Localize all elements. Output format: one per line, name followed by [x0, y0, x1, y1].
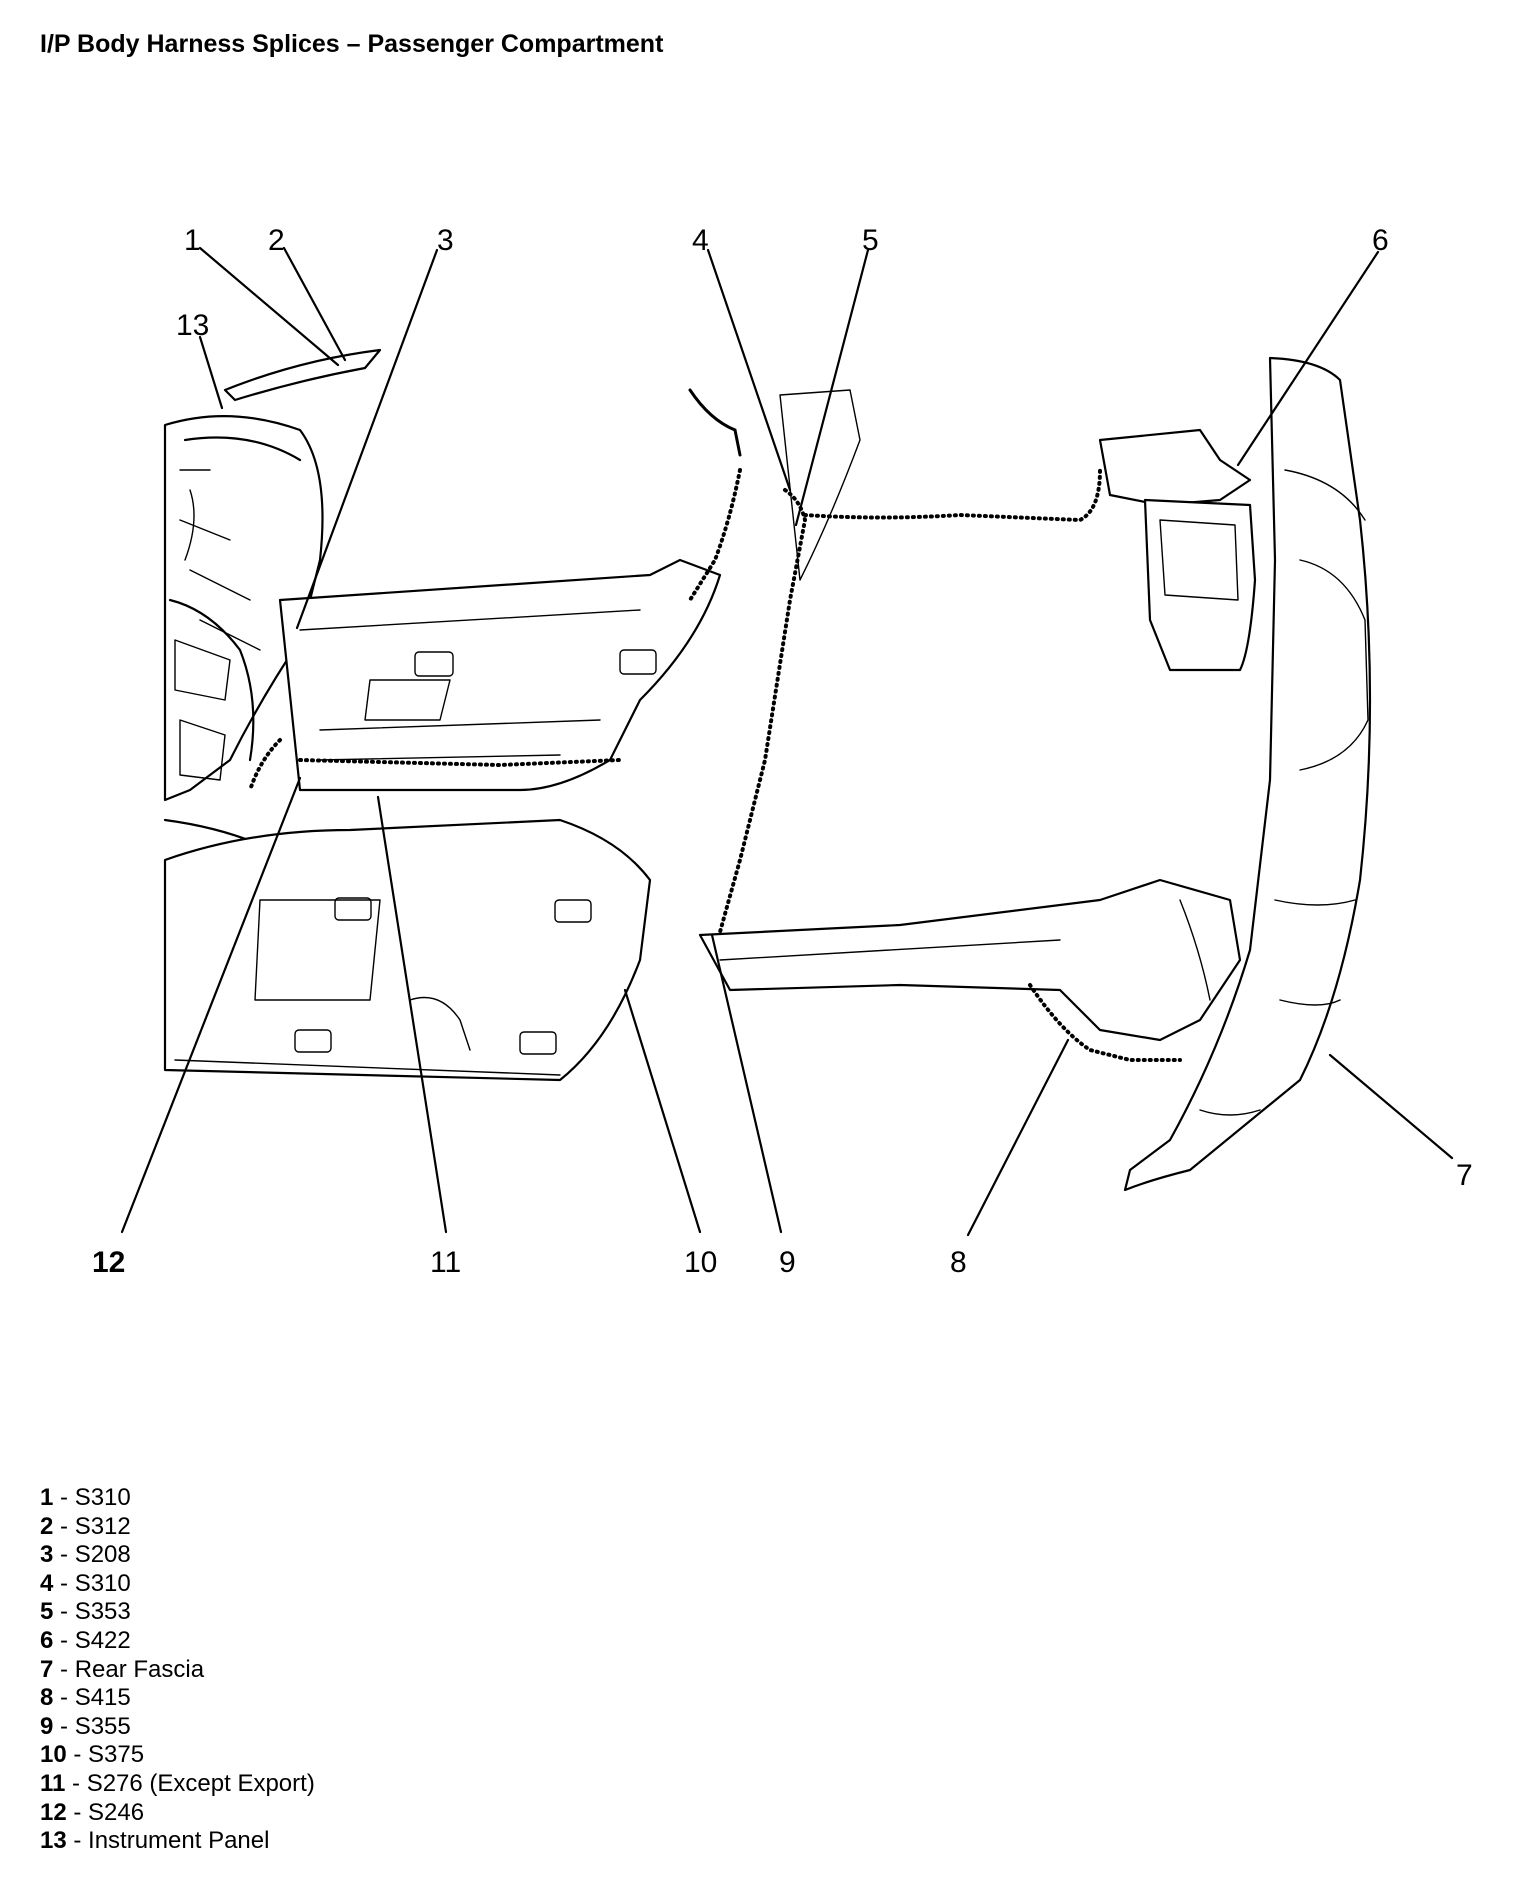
leader-line-5: [794, 248, 870, 527]
leader-line-11: [376, 795, 448, 1234]
center-harness-drawing: [248, 388, 1102, 952]
rear-area-drawing: [698, 428, 1257, 1062]
legend-item: 12 - S246: [40, 1798, 145, 1826]
legend-item: 8 - S415: [40, 1684, 131, 1712]
callout-2: 2: [268, 224, 285, 257]
callout-5: 5: [862, 224, 879, 257]
legend-item: 6 - S422: [40, 1626, 131, 1654]
legend-item: 7 - Rear Fascia: [40, 1655, 205, 1683]
callout-labels: 1 2 3 4 5 6 7 8 9 10 11 12 13: [92, 224, 1473, 1279]
callout-1: 1: [184, 224, 201, 257]
leader-line-9: [710, 933, 783, 1234]
callout-8: 8: [950, 1246, 967, 1279]
callout-6: 6: [1372, 224, 1389, 257]
callout-13: 13: [176, 309, 209, 342]
leader-line-2: [282, 246, 347, 362]
floor-pan-drawing: [163, 558, 722, 1082]
legend-item: 3 - S208: [40, 1541, 131, 1569]
callout-3: 3: [437, 224, 454, 257]
callout-9: 9: [779, 1246, 796, 1279]
callout-7: 7: [1456, 1159, 1473, 1192]
leader-line-8: [966, 1038, 1070, 1237]
callout-11: 11: [430, 1246, 461, 1279]
legend-item: 1 - S310: [40, 1484, 131, 1511]
leader-line-1: [198, 246, 340, 367]
leader-line-6: [1236, 250, 1380, 467]
legend-item: 13 - Instrument Panel: [40, 1827, 270, 1855]
leader-line-13: [198, 335, 224, 410]
legend-item: 2 - S312: [40, 1512, 131, 1540]
legend-item: 10 - S375: [40, 1741, 145, 1769]
callout-4: 4: [692, 224, 709, 257]
callout-10: 10: [684, 1246, 717, 1279]
leader-line-3: [295, 248, 439, 630]
legend-item: 4 - S310: [40, 1569, 131, 1597]
leader-line-7: [1328, 1053, 1454, 1160]
leader-line-10: [623, 988, 702, 1234]
leader-line-12: [120, 776, 302, 1234]
leader-lines: [120, 246, 1454, 1237]
rear-fascia-drawing: [1123, 356, 1372, 1192]
legend-item: 9 - S355: [40, 1712, 131, 1740]
callout-12: 12: [92, 1246, 125, 1279]
legend-item: 5 - S353: [40, 1598, 131, 1626]
leader-line-4: [706, 248, 792, 492]
legend: 1 - S310 2 - S312 3 - S208 4 - S310 5 - …: [40, 1484, 315, 1856]
page-title: I/P Body Harness Splices – Passenger Com…: [40, 30, 664, 58]
legend-item: 11 - S276 (Except Export): [40, 1769, 315, 1797]
